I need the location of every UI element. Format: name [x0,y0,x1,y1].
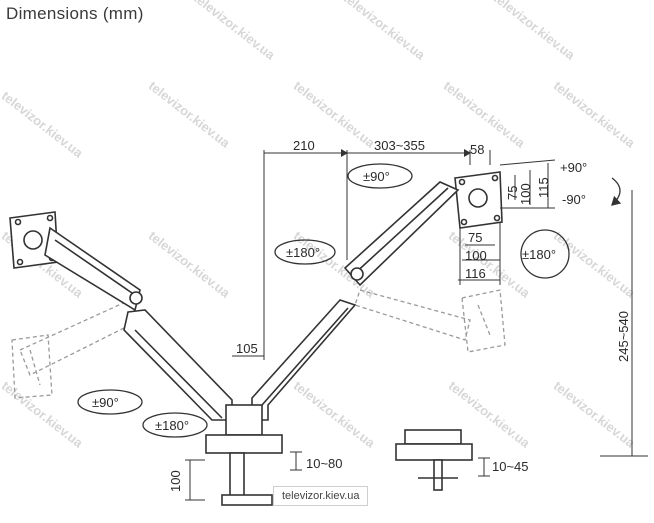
left-upper-arm [44,226,143,312]
vesa-h116-label: 116 [465,266,486,281]
height-range-label: 245~540 [616,311,631,362]
left-lower-arm [123,309,233,421]
rotation-plus-label: +90° [560,160,588,175]
rotation-arrows [77,163,622,438]
tilt-label: ±90° [363,169,390,184]
vesa-v115-label: 115 [536,177,551,198]
grommet-range-label: 10~45 [492,459,529,474]
dim-offset-105-label: 105 [236,341,258,356]
center-pole [205,404,283,506]
swivel-label-right: ±180° [522,247,557,262]
base-height-label: 100 [168,470,183,492]
site-badge: televizor.kiev.ua [273,486,369,506]
dim-reach-label: 210 [293,138,315,153]
vesa-h100-label: 100 [465,248,487,263]
ghost-arm-left [11,299,141,399]
vesa-v100-label: 100 [518,183,533,205]
swivel-label-top: ±180° [286,245,321,260]
right-lower-arm [251,299,357,421]
swivel-label-left: ±180° [155,418,190,433]
ghost-arm-right [354,289,506,353]
right-upper-arm [343,181,460,287]
clamp-range-label: 10~80 [306,456,343,471]
right-vesa-plate [454,171,503,229]
rotation-minus-label: -90° [562,192,586,207]
page-title: Dimensions (mm) [6,4,144,23]
tilt-label-left: ±90° [92,395,119,410]
dim-range-label: 303~355 [374,138,425,153]
grommet-base [395,429,473,491]
dimension-lines [185,149,648,501]
dim-offset-label: 58 [470,142,485,157]
vesa-h75-label: 75 [468,230,483,245]
